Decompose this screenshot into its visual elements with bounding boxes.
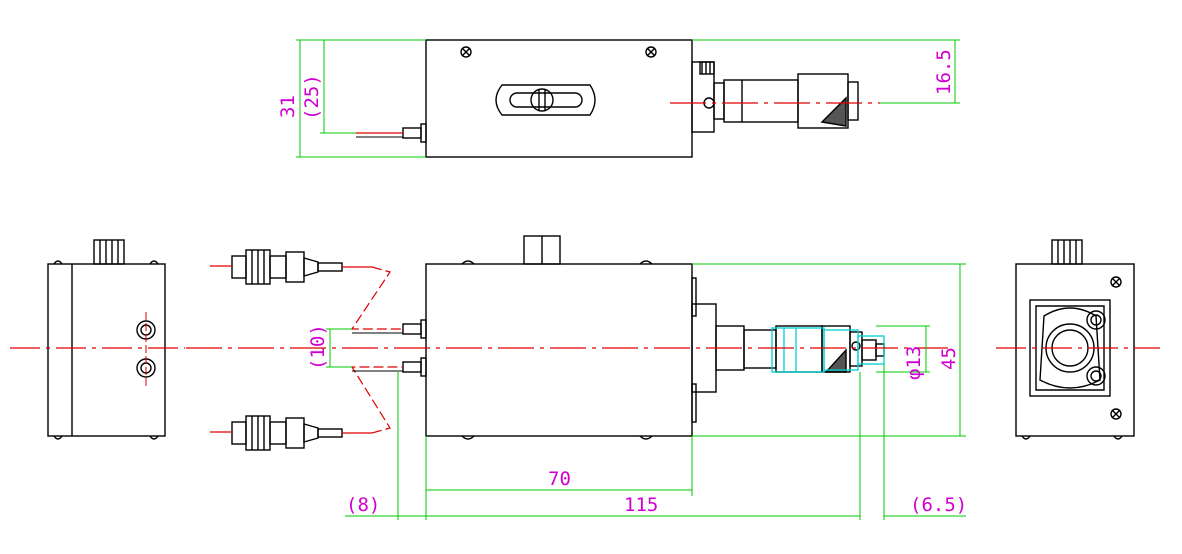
dim-inner-height: (25) (301, 74, 323, 120)
left-body-outline (47, 263, 166, 437)
break-lines (350, 266, 403, 434)
screw-icon (1110, 408, 1122, 420)
top-dimensions (296, 39, 960, 158)
dim-body-height: 45 (938, 347, 960, 370)
top-view (356, 39, 859, 158)
adjustment-slot (495, 84, 596, 116)
top-fiber (402, 123, 427, 143)
screw-icon (460, 46, 472, 58)
dim-body-length: 70 (548, 468, 571, 490)
dim-left-offset: (8) (346, 494, 380, 516)
dim-total-height: 31 (277, 95, 299, 118)
front-view (402, 235, 885, 440)
front-body-outline (425, 263, 693, 437)
dim-offset: 16.5 (933, 49, 955, 95)
knob-icon (1051, 239, 1083, 265)
dim-fiber-spacing: (10) (307, 324, 329, 370)
right-side-view (1015, 239, 1135, 440)
screw-icon (645, 46, 657, 58)
left-side-view (47, 239, 166, 440)
right-body-outline (1015, 263, 1135, 437)
fc-connector-upper (231, 249, 343, 285)
dim-right-offset: (6.5) (910, 494, 967, 516)
dim-overall-length: 115 (624, 494, 658, 516)
top-micrometer (691, 61, 859, 133)
bolt-icon (1086, 366, 1106, 386)
screw-icon (1110, 276, 1122, 288)
front-dimensions (326, 263, 966, 520)
micrometer-thimble (771, 327, 885, 373)
dim-micrometer-dia: φ13 (903, 346, 925, 380)
fc-connector-lower (231, 415, 343, 451)
knob-icon (93, 239, 125, 265)
bolt-icon (1086, 310, 1106, 330)
